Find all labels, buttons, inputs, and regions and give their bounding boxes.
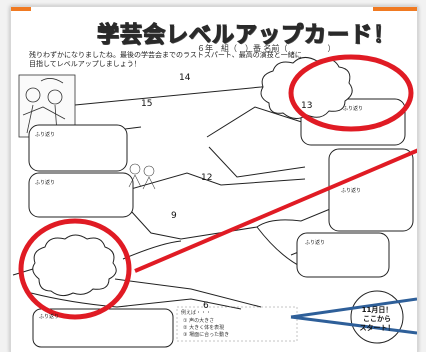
red-circle-cloud-left [18, 218, 132, 320]
board-artwork [12, 54, 417, 348]
class-name-fields: ６年 組（ ）番 名前（ ） [197, 44, 336, 53]
example-item-1: ① 声の大きさ [183, 318, 215, 324]
space-number-15: 15 [141, 99, 153, 109]
reflection-box-2 [28, 172, 134, 218]
start-line-1: 11月日！ [361, 306, 393, 314]
reflection-box-1 [28, 124, 128, 172]
red-circle-cloud-top [288, 54, 414, 132]
blue-line-upper [290, 297, 417, 319]
reflection-label-1: ふり返り [35, 132, 56, 138]
blue-annotations [290, 297, 417, 335]
red-annotations [18, 54, 417, 320]
red-connector-line [134, 148, 417, 273]
tab-accent-right [373, 7, 417, 11]
cloud-bubbles [32, 57, 353, 297]
tab-accent-left [11, 7, 31, 11]
example-frame [176, 306, 298, 342]
example-item-3: ③ 場面に合った動き [183, 332, 230, 338]
space-number-12: 12 [201, 173, 213, 183]
blue-line-lower [290, 315, 417, 335]
intro-line-1: 残りわずかになりましたね。最後の学芸会までのラストスパート、最高の演技と一緒に [29, 51, 302, 59]
worksheet-page: 学芸会レベルアップカード！ ６年 組（ ）番 名前（ ） 残りわずかになりました… [10, 6, 418, 352]
cloud-left [32, 234, 117, 297]
space-number-14: 14 [179, 73, 191, 83]
intro-line-2: 目指してレベルアップしましょう！ [29, 60, 141, 68]
example-heading: 例えば・・・ [181, 310, 212, 316]
example-item-2: ② 大きく体を表現 [183, 325, 225, 331]
reflection-label-3: ふり返り [343, 106, 364, 112]
space-number-13: 13 [301, 101, 313, 111]
worksheet-title: 学芸会レベルアップカード！ [96, 22, 397, 48]
cloud-top-right [260, 57, 353, 119]
start-line-2: ここから [363, 315, 391, 323]
children-sketch [128, 163, 156, 190]
reflection-label-2: ふり返り [35, 180, 56, 186]
space-number-9: 9 [171, 211, 177, 221]
space-number-6: 6 [203, 301, 209, 311]
reflection-label-5: ふり返り [305, 240, 326, 246]
reflection-label-6: ふり返り [39, 314, 60, 320]
start-label: 11月日！ ここから スタート！ [352, 306, 402, 333]
reflection-label-4: ふり返り [341, 188, 362, 194]
start-line-3: スタート！ [359, 324, 395, 332]
reflection-box-5 [296, 232, 390, 278]
reflection-boxes [28, 98, 414, 348]
